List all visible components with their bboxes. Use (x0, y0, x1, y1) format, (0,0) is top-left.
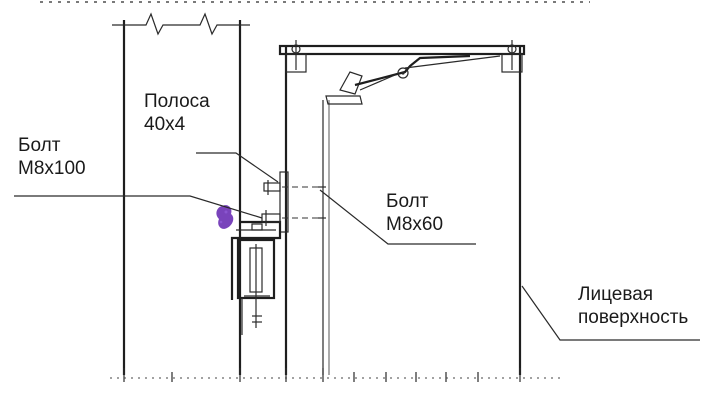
leader-strip (196, 152, 279, 183)
rail-screw-right (507, 40, 517, 70)
strip-40x4 (279, 171, 289, 233)
label-bolt-right-line1: Болт (386, 191, 429, 212)
label-face: Лицевая поверхность (578, 283, 688, 329)
leader-lines (14, 152, 700, 341)
bracket-assembly (230, 171, 326, 335)
label-bolt-right-line2: M8x60 (386, 214, 444, 235)
facade-panel (278, 40, 526, 375)
label-bolt-left-line1: Болт (18, 135, 61, 156)
label-face-line2: поверхность (578, 307, 689, 328)
label-strip: Полоса 40x4 (144, 90, 210, 136)
leader-face (521, 285, 700, 341)
label-face-line1: Лицевая (578, 284, 654, 305)
label-bolt-left: Болт M8x100 (18, 134, 86, 180)
label-bolt-right: Болт M8x60 (386, 190, 443, 236)
break-line (112, 12, 250, 36)
leader-bolt-left (14, 195, 263, 219)
leader-bolt-right (319, 189, 476, 245)
latch-pivot (397, 67, 409, 79)
bottom-ticks (110, 368, 560, 382)
label-strip-line1: Полоса (144, 91, 210, 112)
rail-screw-left (291, 40, 301, 70)
label-strip-line2: 40x4 (144, 114, 186, 135)
marker-dot (216, 205, 234, 229)
bolt-upper (263, 180, 326, 195)
label-bolt-left-line2: M8x100 (18, 158, 86, 179)
wall-section (112, 12, 250, 375)
latch-mechanism (325, 54, 501, 105)
top-rail (278, 44, 526, 56)
bolt-lower (251, 210, 326, 231)
